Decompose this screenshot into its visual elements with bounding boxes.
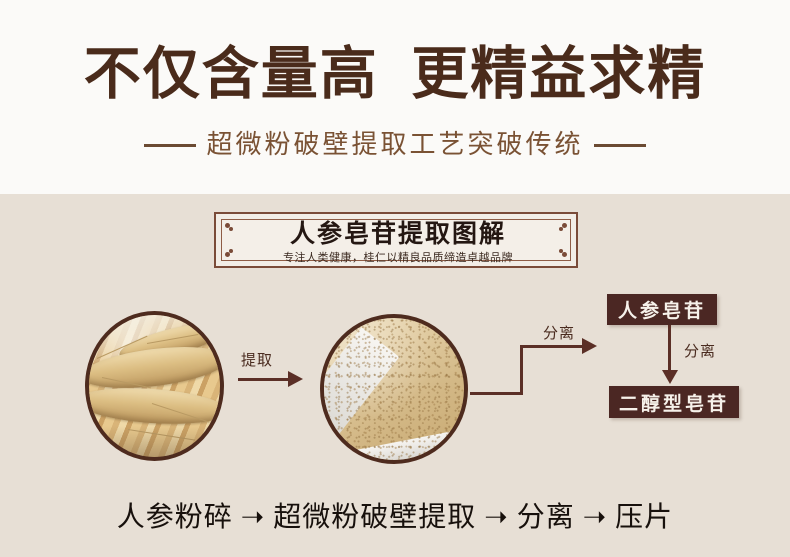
extract-arrow-head-icon <box>288 371 303 387</box>
subheadline-row: 超微粉破壁提取工艺突破传统 <box>0 130 790 160</box>
powder-grain-texture <box>324 318 464 460</box>
header-section: 不仅含量高 更精益求精 超微粉破壁提取工艺突破传统 <box>0 0 790 194</box>
subheadline-rule-left <box>144 143 197 147</box>
separation-connector-segment <box>520 345 523 395</box>
ginseng-photo-shadow <box>89 425 220 457</box>
flow-label-extract: 提取 <box>241 353 274 369</box>
plaque-frame: 人参皂苷提取图解 专注人类健康，桂仁以精良品质缔造卓越品牌 <box>214 212 578 268</box>
plaque-title: 人参皂苷提取图解 <box>289 221 506 248</box>
plaque-inner-border <box>221 219 571 261</box>
separation-connector-segment <box>470 392 523 395</box>
flow-label-separate-1: 分离 <box>543 326 576 342</box>
result-box-ginsenoside: 人参皂苷 <box>607 294 717 325</box>
ginseng-powder-photo <box>320 314 468 464</box>
result-box-diol-saponin: 二醇型皂苷 <box>609 386 739 418</box>
ginseng-root-photo <box>85 311 224 461</box>
ginseng-root-shape <box>89 383 220 429</box>
separation-connector-segment <box>520 345 587 348</box>
flow-label-separate-2: 分离 <box>684 344 717 360</box>
separation-arrow-head-icon <box>582 338 597 354</box>
process-caption: 人参粉碎 ➝ 超微粉破壁提取 ➝ 分离 ➝ 压片 <box>116 502 674 533</box>
extract-arrow-line <box>238 378 292 381</box>
separation-down-arrow-head-icon <box>662 370 678 384</box>
separation-down-line <box>668 325 671 373</box>
page-headline: 不仅含量高 更精益求精 <box>83 43 707 106</box>
page-subheadline: 超微粉破壁提取工艺突破传统 <box>206 130 584 159</box>
subheadline-rule-right <box>593 143 646 147</box>
plaque-subtitle: 专注人类健康，桂仁以精良品质缔造卓越品牌 <box>283 252 513 264</box>
